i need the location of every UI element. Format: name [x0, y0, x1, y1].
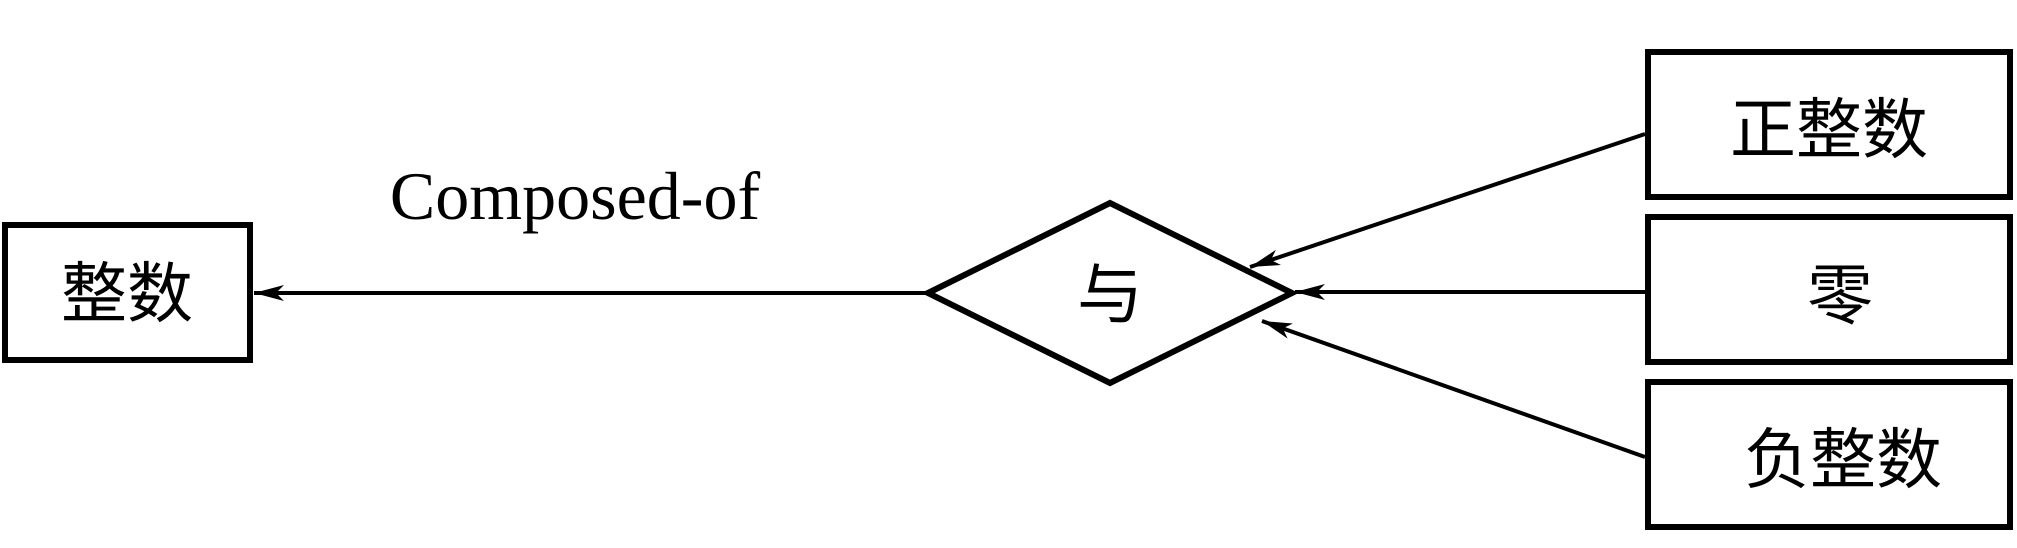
node-negative-integer-label: 负整数: [1744, 422, 1942, 499]
node-negative-integer-box: [1645, 379, 2013, 530]
edge-label-composed-of: Composed-of: [390, 158, 761, 234]
arrow-negative-to-junction: [1261, 319, 1646, 459]
node-positive-integer: 正整数: [1645, 49, 2013, 200]
node-integer-box: [2, 222, 253, 363]
arrow-positive-to-junction: [1249, 132, 1646, 269]
node-zero: 零: [1645, 214, 2013, 365]
node-positive-integer-box: [1645, 49, 2013, 200]
node-integer-label: 整数: [61, 256, 193, 333]
node-zero-label: 零: [1807, 258, 1873, 335]
node-junction-and: 与: [921, 199, 1299, 387]
node-junction-label: 与: [1077, 257, 1143, 334]
node-zero-box: [1645, 214, 2013, 365]
node-integer: 整数: [2, 222, 253, 363]
node-positive-integer-label: 正整数: [1730, 92, 1928, 169]
node-negative-integer: 负整数: [1645, 379, 2013, 530]
node-junction-diamond: [921, 199, 1299, 387]
